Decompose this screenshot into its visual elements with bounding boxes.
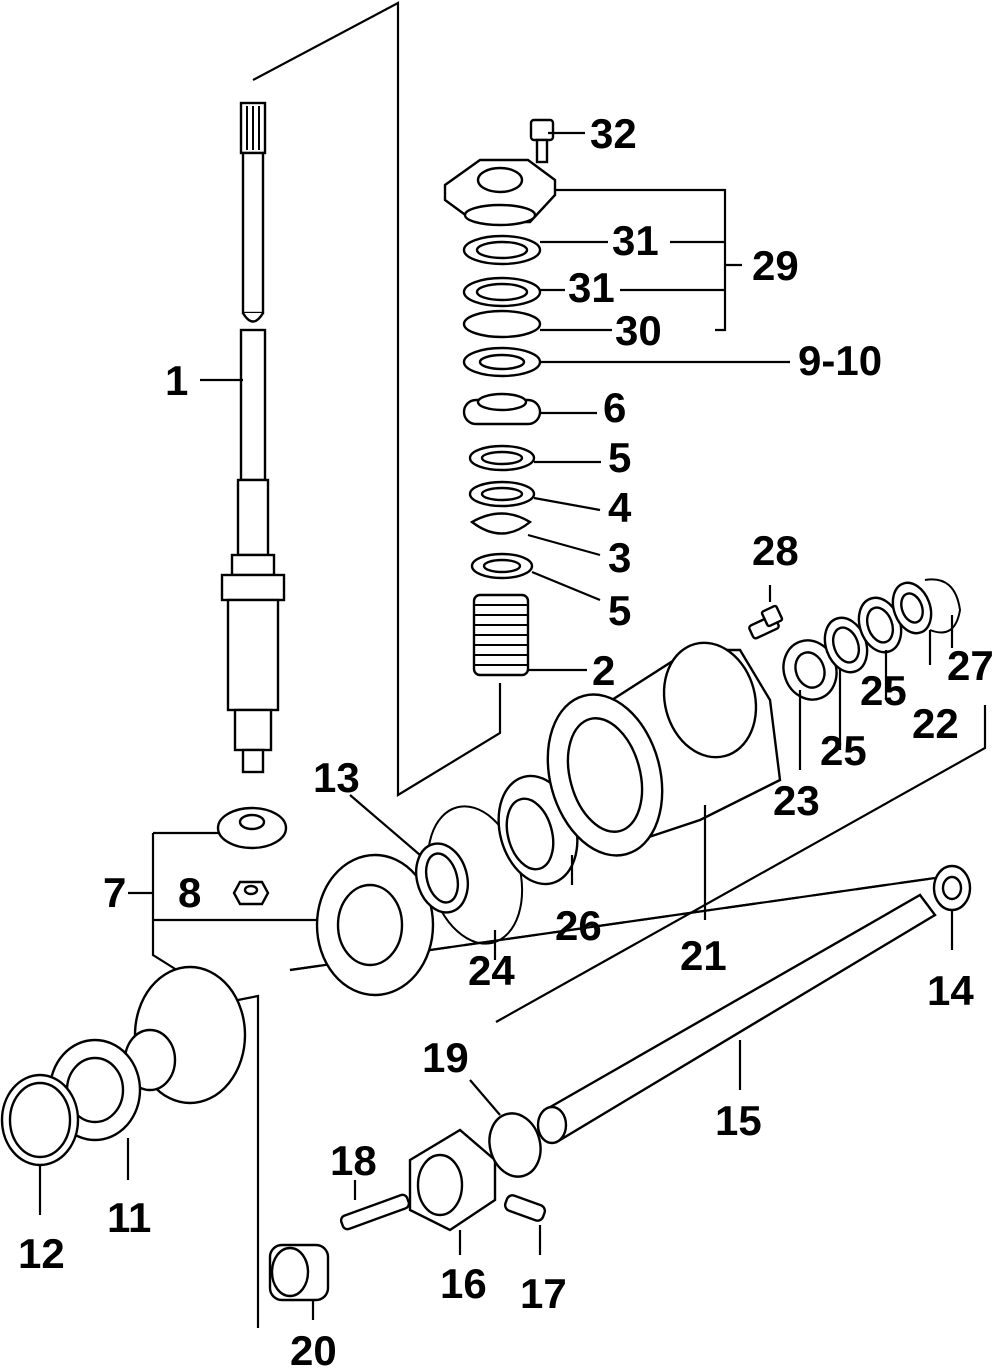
label-1: 1 [165, 357, 188, 404]
leader-lines [38, 131, 954, 1320]
sleeve-2 [472, 593, 530, 677]
label-13: 13 [313, 754, 360, 801]
label-11: 11 [107, 1194, 151, 1241]
propeller-shaft-15 [536, 893, 937, 1145]
pin-17 [503, 1194, 547, 1222]
pinion-gear [216, 806, 288, 850]
label-9-10: 9-10 [798, 337, 882, 384]
clutch-16 [408, 1128, 497, 1232]
label-6: 6 [603, 384, 626, 431]
bolt-28 [748, 604, 784, 640]
ring-stack [462, 234, 542, 580]
bearing-housing [443, 158, 557, 227]
needle-bearing-23 [782, 639, 838, 701]
label-20: 20 [290, 1327, 337, 1369]
label-17: 17 [520, 1270, 567, 1317]
label-25b: 25 [860, 667, 907, 714]
label-23: 23 [773, 777, 820, 824]
label-32: 32 [590, 110, 637, 157]
gear-housing-21 [546, 641, 782, 857]
label-12: 12 [18, 1230, 65, 1277]
label-5b: 5 [608, 587, 631, 634]
bevel-gear [315, 853, 435, 997]
label-28: 28 [752, 527, 799, 574]
nut-8 [232, 880, 270, 906]
label-26: 26 [555, 902, 602, 949]
seal-13 [415, 842, 469, 914]
reference-lines [128, 1, 987, 1328]
label-5a: 5 [608, 434, 631, 481]
ring-19 [488, 1112, 542, 1178]
seal-25b [857, 596, 903, 654]
washer-14 [932, 864, 972, 912]
label-7: 7 [103, 869, 126, 916]
label-3: 3 [608, 534, 631, 581]
label-27: 27 [947, 642, 994, 689]
pin-18 [339, 1193, 411, 1231]
label-21: 21 [680, 932, 727, 979]
label-31a: 31 [612, 217, 659, 264]
label-4: 4 [608, 484, 632, 531]
ring-12 [0, 1073, 80, 1167]
label-15: 15 [715, 1097, 762, 1144]
label-14: 14 [927, 967, 974, 1014]
label-31b: 31 [568, 264, 615, 311]
label-22: 22 [912, 700, 959, 747]
drive-shaft [220, 101, 286, 774]
clip-27 [924, 578, 962, 634]
label-8: 8 [178, 869, 201, 916]
washer-22 [891, 581, 933, 635]
label-18: 18 [330, 1137, 377, 1184]
label-24: 24 [468, 947, 515, 994]
bolt-32 [529, 118, 555, 164]
label-30: 30 [615, 307, 662, 354]
reverse-gear [123, 965, 247, 1105]
cap-20 [268, 1243, 330, 1302]
label-25a: 25 [820, 727, 867, 774]
label-2: 2 [592, 647, 615, 694]
label-16: 16 [440, 1260, 487, 1307]
label-29: 29 [752, 242, 799, 289]
seal-25a [823, 616, 869, 674]
label-19: 19 [422, 1034, 469, 1081]
callout-labels: 1 2 3 4 5 5 6 7 8 9-10 11 12 13 14 15 16… [18, 110, 994, 1369]
